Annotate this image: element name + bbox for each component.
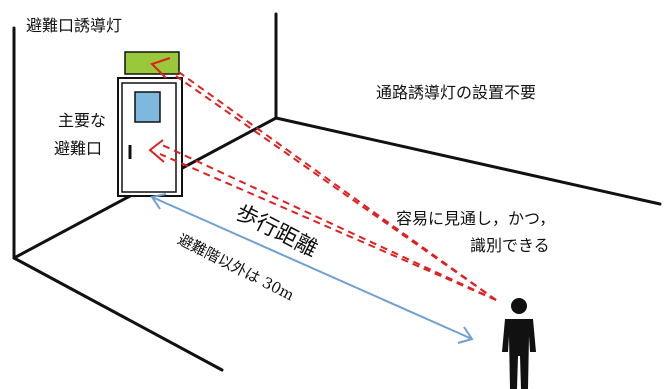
distance-arrow-head-end — [457, 326, 474, 344]
guide-light-not-required-label: 通路誘導灯の設置不要 — [376, 83, 537, 102]
sign-arrowhead — [150, 57, 171, 79]
main-exit-label-line1: 主要な — [58, 111, 107, 130]
exit-sign-label: 避難口誘導灯 — [26, 16, 123, 35]
sight-lines — [159, 69, 497, 301]
sight-line-to-door-upper — [159, 143, 497, 301]
sight-line-to-sign-lower — [175, 75, 497, 301]
person-body — [502, 319, 536, 389]
distance-arrow-shaft — [151, 196, 473, 340]
person-figure — [502, 298, 536, 389]
easily-visible-label-line1: 容易に見通し，かつ， — [396, 209, 556, 228]
door-window — [134, 91, 161, 123]
door-arrowhead — [148, 139, 165, 163]
main-exit-label-line2: 避難口 — [54, 139, 103, 158]
person-head — [511, 298, 527, 314]
easily-visible-label-line2: 識別できる — [470, 236, 550, 255]
sight-arrowheads — [148, 57, 171, 163]
distance-arrow-head-start — [150, 193, 167, 210]
exit-door — [117, 77, 183, 197]
near-floor-edge — [12, 256, 224, 372]
far-floor-edge — [274, 116, 662, 206]
distance-arrow — [150, 193, 474, 344]
room-walls — [12, 12, 662, 372]
sight-line-to-door-lower — [159, 153, 497, 301]
